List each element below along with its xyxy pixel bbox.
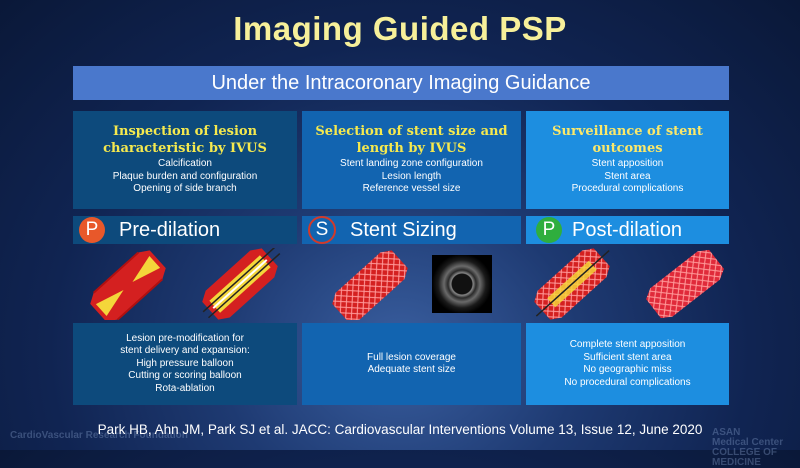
inspection-box: Inspection of lesion characteristic by I… <box>73 111 297 209</box>
balloon-icon <box>90 250 166 320</box>
selection-item: Stent landing zone configuration <box>340 158 483 169</box>
p-circle-icon: P <box>79 217 105 243</box>
surveillance-item: Stent apposition <box>591 158 664 169</box>
imaging-guidance-banner: Under the Intracoronary Imaging Guidance <box>73 66 729 100</box>
step-stent-sizing: S Stent Sizing <box>302 216 521 244</box>
post-dilation-details: Complete stent apposition Sufficient ste… <box>526 323 729 405</box>
detail-line: No geographic miss <box>583 364 672 375</box>
step-pre-dilation: P Pre-dilation <box>73 216 297 244</box>
balloon-icon <box>202 248 281 320</box>
inspection-item: Plaque burden and configuration <box>112 170 258 182</box>
detail-line: Adequate stent size <box>367 364 456 375</box>
selection-item: Reference vessel size <box>362 183 461 194</box>
surveillance-heading: Surveillance of stent outcomes <box>552 124 703 156</box>
detail-line: Rota-ablation <box>155 382 215 394</box>
surveillance-box: Surveillance of stent outcomes Stent app… <box>526 111 729 209</box>
asan-watermark-line: Medical Center <box>712 437 784 448</box>
inspection-heading: Inspection of lesion characteristic by I… <box>103 124 267 156</box>
stent-icon <box>534 248 610 320</box>
step-post-dilation: P Post-dilation <box>526 216 729 244</box>
surveillance-item: Procedural complications <box>571 183 684 194</box>
inspection-item: Opening of side branch <box>133 183 237 194</box>
step-label: Stent Sizing <box>350 218 457 241</box>
ivus-image <box>432 255 492 313</box>
stent-icon <box>646 249 724 319</box>
detail-line: Full lesion coverage <box>367 351 456 363</box>
detail-line: No procedural complications <box>564 376 691 388</box>
inspection-item: Calcification <box>158 158 212 169</box>
stent-icon <box>332 250 408 320</box>
citation-reference: Park HB, Ahn JM, Park SJ et al. JACC: Ca… <box>97 422 703 437</box>
detail-line: Complete stent apposition <box>569 339 686 350</box>
step-label: Pre-dilation <box>119 218 221 241</box>
selection-box: Selection of stent size and length by IV… <box>302 111 521 209</box>
pre-dilation-details: Lesion pre-modification for stent delive… <box>73 323 297 405</box>
detail-line: High pressure balloon <box>136 357 234 369</box>
crf-watermark: CardioVascular Research Foundation <box>10 430 188 441</box>
detail-line: Cutting or scoring balloon <box>128 370 242 382</box>
s-circle-icon: S <box>308 216 336 244</box>
asan-watermark-line: ASAN <box>712 427 741 438</box>
surveillance-item: Stent area <box>604 170 651 182</box>
selection-heading: Selection of stent size and length by IV… <box>315 124 508 156</box>
detail-line: Sufficient stent area <box>583 351 672 363</box>
asan-watermark-line: COLLEGE OF MEDICINE <box>712 447 777 468</box>
slide-title: Imaging Guided PSP <box>233 10 567 47</box>
detail-line: stent delivery and expansion: <box>120 345 250 357</box>
step-label: Post-dilation <box>572 218 683 241</box>
stent-sizing-details: Full lesion coverage Adequate stent size <box>302 323 521 405</box>
p-circle-icon: P <box>536 217 562 243</box>
selection-item: Lesion length <box>381 170 442 182</box>
detail-line: Lesion pre-modification for <box>126 332 244 344</box>
procedure-illustrations <box>90 248 724 320</box>
